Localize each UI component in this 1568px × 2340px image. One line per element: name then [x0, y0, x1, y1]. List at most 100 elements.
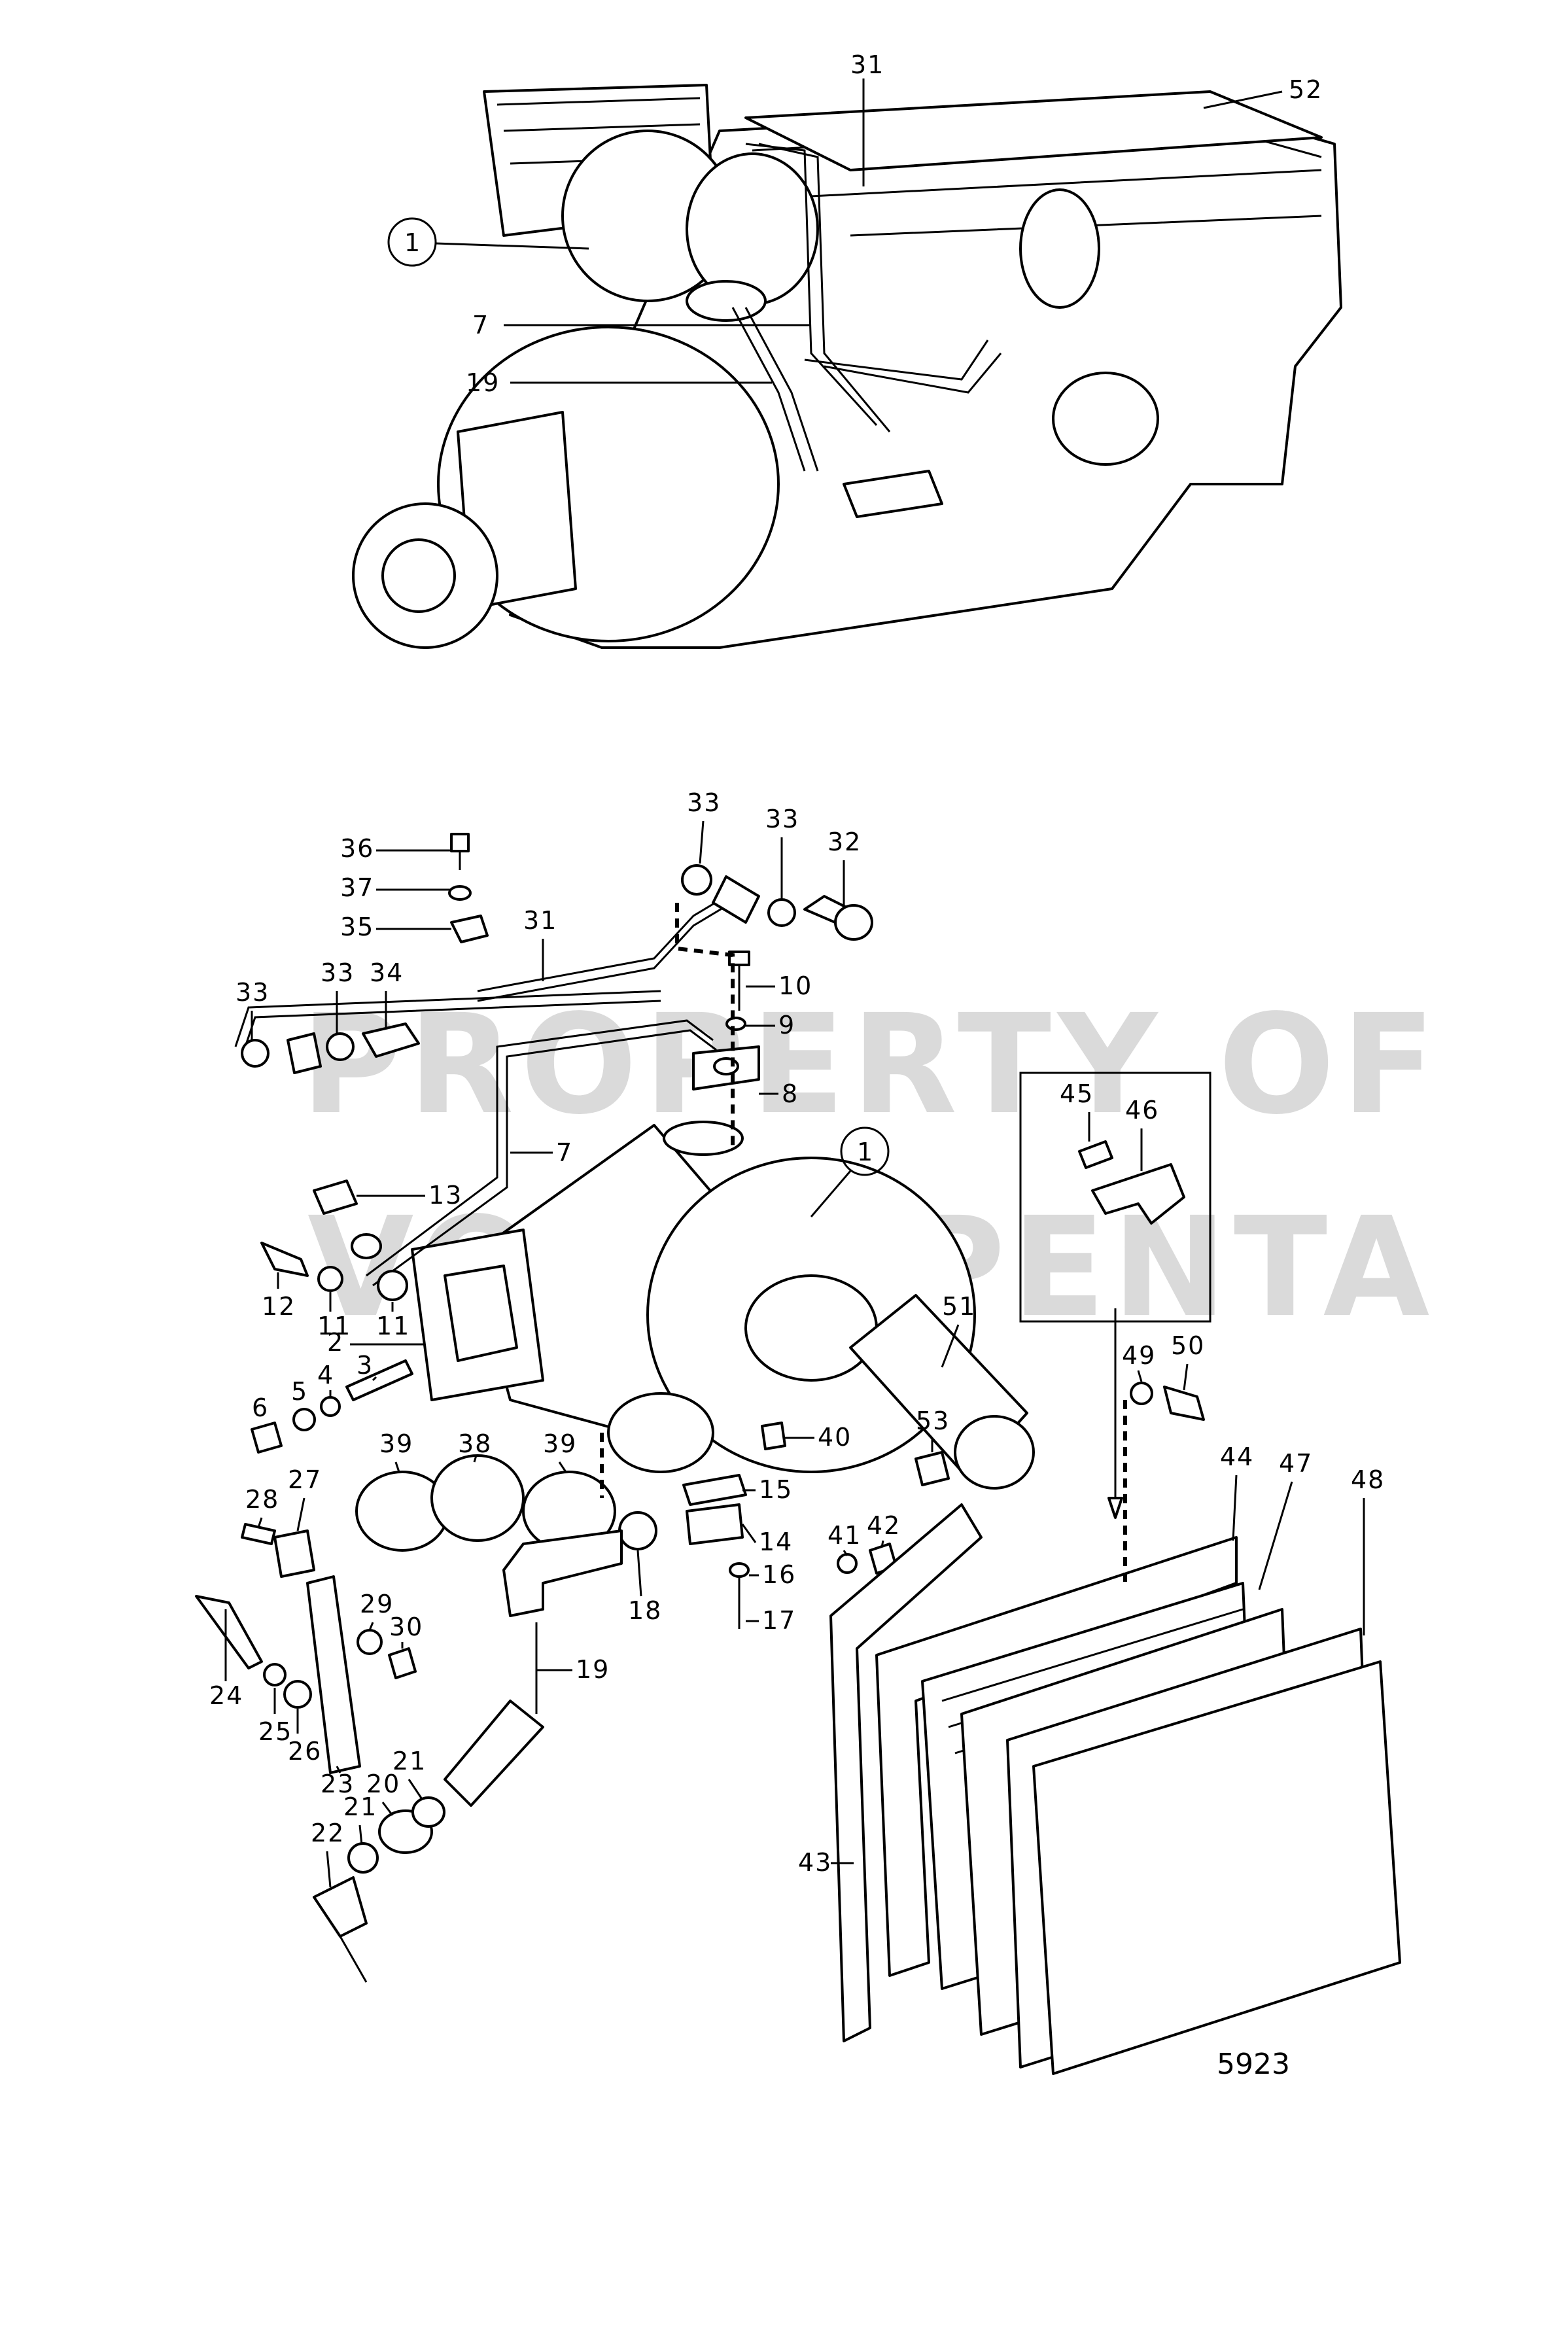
callout-30: 30 — [389, 1613, 423, 1641]
bolt-36 — [450, 833, 470, 852]
callout-22: 22 — [311, 1819, 345, 1847]
callout-20: 20 — [366, 1770, 400, 1798]
nut-6 — [251, 1422, 283, 1454]
cooler-inlet — [1019, 188, 1100, 309]
fitting-oil-7 — [351, 1233, 382, 1259]
washer-37 — [448, 885, 472, 901]
leader-line — [257, 1517, 263, 1528]
callout-53: 53 — [916, 1406, 950, 1435]
callout-7: 7 — [556, 1138, 573, 1167]
washer-33-b — [767, 898, 796, 927]
callout-45: 45 — [1060, 1079, 1094, 1108]
callout-top-1: 1 — [404, 228, 421, 257]
oil-pipe-31 — [745, 143, 891, 432]
washer-4 — [320, 1396, 341, 1417]
callout-35: 35 — [340, 913, 374, 941]
leader-line — [381, 1802, 394, 1816]
clip-13 — [313, 1179, 358, 1215]
callout-21: 21 — [343, 1792, 377, 1821]
leader-line — [394, 1461, 400, 1473]
leader-line — [699, 820, 705, 864]
washer-41 — [837, 1553, 858, 1574]
exploded-parts-view — [195, 833, 1401, 2075]
union-34 — [362, 1022, 420, 1058]
clamp-21-b — [347, 1842, 379, 1874]
bolt-24 — [195, 1595, 263, 1669]
leader-line — [941, 1324, 960, 1368]
leader-line — [372, 1376, 377, 1382]
hose-19-lower — [444, 1700, 544, 1807]
callout-top-19: 19 — [466, 368, 500, 397]
callout-36: 36 — [340, 834, 374, 863]
leader-line — [336, 1766, 341, 1773]
callout-11: 11 — [317, 1312, 351, 1340]
callout-51: 51 — [942, 1292, 976, 1321]
clip-45 — [1078, 1140, 1113, 1169]
filter-cover-48-front — [1032, 1660, 1401, 2075]
turbo-outlet — [686, 280, 767, 322]
callout-28: 28 — [245, 1485, 279, 1514]
turbo-compressor-inlet — [744, 1274, 878, 1382]
callout-18: 18 — [628, 1596, 662, 1625]
nut-30 — [388, 1647, 417, 1679]
leader-line — [741, 1524, 757, 1543]
callout-39: 39 — [379, 1429, 413, 1458]
assembly-line-33-8 — [675, 903, 735, 1151]
clamp-35 — [450, 915, 489, 943]
callout-21: 21 — [392, 1747, 427, 1775]
callout-25: 25 — [258, 1717, 292, 1746]
callout-33: 33 — [321, 958, 355, 987]
callout-9: 9 — [778, 1011, 795, 1039]
callout-top-7: 7 — [472, 311, 489, 340]
leader-line — [358, 1825, 363, 1845]
callout-38: 38 — [458, 1429, 492, 1458]
return-pipe-19 — [731, 307, 819, 472]
engine-assembly-view — [352, 84, 1342, 649]
washer-11-a — [317, 1266, 343, 1292]
watermark-line-1: PROPERTY OF — [301, 985, 1442, 1145]
exploded-callouts: 33 33 32 36 37 35 31 10 9 33 33 34 8 7 1… — [209, 788, 1385, 1888]
leader-line — [435, 242, 589, 250]
callout-16: 16 — [762, 1560, 796, 1589]
callout-6: 6 — [252, 1393, 269, 1422]
elbow-22 — [313, 1876, 368, 1938]
top-callouts: 31 52 1 7 19 — [387, 50, 1323, 397]
bracket-43 — [829, 1503, 983, 2042]
washer-33-c — [241, 1039, 270, 1068]
callout-39: 39 — [543, 1429, 577, 1458]
banjo-fitting — [712, 875, 760, 924]
leader-line — [810, 1170, 852, 1217]
washer-25 — [263, 1663, 287, 1686]
o-ring-18 — [618, 1511, 657, 1550]
callout-50: 50 — [1171, 1331, 1205, 1360]
callout-43: 43 — [798, 1848, 832, 1877]
leader-line — [1232, 1475, 1238, 1541]
intake-manifold — [744, 90, 1323, 171]
pulley-hub — [381, 538, 456, 613]
leader-line — [558, 1461, 567, 1473]
callout-top-1-circle — [387, 217, 437, 267]
callout-14: 14 — [759, 1528, 793, 1556]
hose-19-upper — [502, 1529, 623, 1617]
callout-19: 19 — [576, 1655, 610, 1684]
callout-10: 10 — [778, 971, 812, 1000]
callout-13: 13 — [428, 1181, 462, 1210]
callout-33: 33 — [687, 788, 721, 817]
washer-29 — [357, 1629, 383, 1655]
callout-48: 48 — [1351, 1465, 1385, 1494]
callout-37: 37 — [340, 873, 374, 902]
callout-8: 8 — [782, 1079, 799, 1108]
callout-31: 31 — [523, 906, 557, 935]
nut-left — [287, 1032, 322, 1074]
callout-49: 49 — [1122, 1341, 1156, 1370]
bolt-12 — [260, 1242, 309, 1277]
leader-line — [1183, 1363, 1189, 1391]
washer-16 — [729, 1562, 750, 1578]
leader-line — [326, 1851, 332, 1888]
washer-9 — [725, 1017, 746, 1031]
callout-top-31: 31 — [850, 50, 884, 79]
filter-frame-44 — [875, 1536, 1238, 1977]
callout-5: 5 — [291, 1377, 308, 1406]
callout-top-52: 52 — [1289, 75, 1323, 104]
callout-17: 17 — [762, 1606, 796, 1635]
